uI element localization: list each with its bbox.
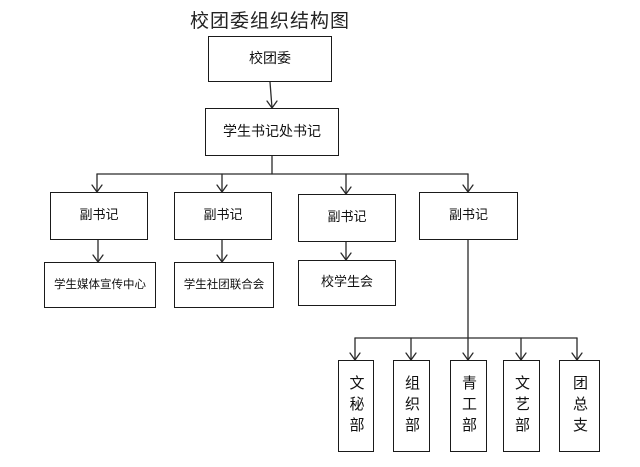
node-deputy-1: 副书记 xyxy=(50,192,148,240)
node-secretariat: 学生书记处书记 xyxy=(205,108,339,156)
node-dept-arts: 文艺部 xyxy=(503,360,540,452)
node-deputy-3: 副书记 xyxy=(298,194,396,242)
node-media-center: 学生媒体宣传中心 xyxy=(44,262,156,308)
node-root: 校团委 xyxy=(208,36,332,82)
node-deputy-4: 副书记 xyxy=(419,192,518,240)
node-deputy-2: 副书记 xyxy=(174,192,272,240)
node-dept-organization: 组织部 xyxy=(393,360,430,452)
node-dept-secretary: 文秘部 xyxy=(338,360,374,452)
node-dept-youth-work: 青工部 xyxy=(450,360,487,452)
node-dept-general-branch: 团总支 xyxy=(559,360,600,452)
node-club-union: 学生社团联合会 xyxy=(174,262,274,308)
node-student-union: 校学生会 xyxy=(298,260,396,306)
connector-root-secretariat xyxy=(269,81,273,109)
chart-title: 校团委组织结构图 xyxy=(189,10,350,32)
